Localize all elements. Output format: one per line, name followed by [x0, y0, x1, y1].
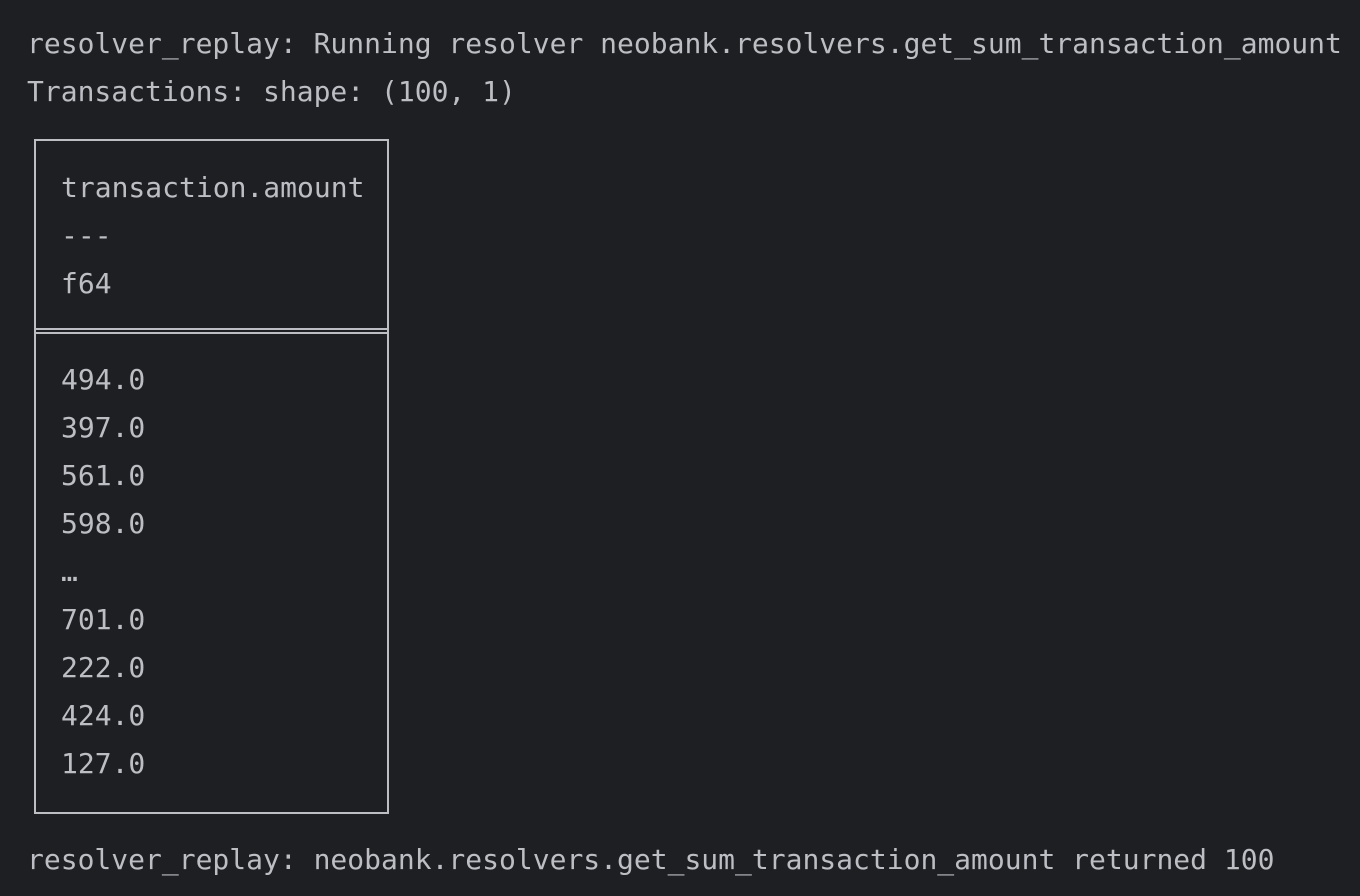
- table-row: 561.0: [61, 459, 146, 492]
- table-header: transaction.amount: [61, 171, 365, 204]
- table-dtype: f64: [61, 267, 112, 300]
- log-line-result: resolver_replay: neobank.resolvers.get_s…: [27, 843, 1275, 876]
- log-line-running: resolver_replay: Running resolver neoban…: [27, 27, 1360, 60]
- table-row: 222.0: [61, 651, 146, 684]
- table-row: 397.0: [61, 411, 146, 444]
- header-separator: [36, 328, 387, 334]
- table-header-divider: ---: [61, 219, 112, 252]
- dataframe-table-border: [34, 139, 389, 814]
- table-row: 424.0: [61, 699, 146, 732]
- terminal-output: resolver_replay: Running resolver neoban…: [27, 20, 1360, 884]
- table-row: 598.0: [61, 507, 146, 540]
- table-bottom-spacer: [27, 788, 1360, 836]
- table-row: 701.0: [61, 603, 146, 636]
- table-separator-spacer: [27, 308, 1360, 356]
- log-line-shape: Transactions: shape: (100, 1): [27, 75, 516, 108]
- table-row: 494.0: [61, 363, 146, 396]
- table-row-ellipsis: …: [61, 555, 78, 588]
- table-row: 127.0: [61, 747, 146, 780]
- table-top-spacer: [27, 116, 1360, 164]
